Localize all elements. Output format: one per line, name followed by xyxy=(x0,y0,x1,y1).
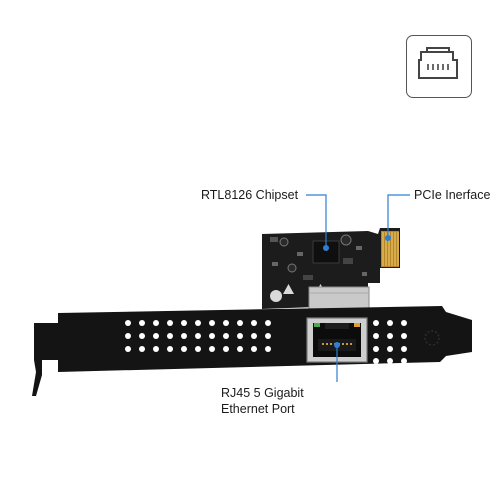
callout-lines xyxy=(306,194,410,382)
callout-dots xyxy=(323,235,391,348)
ethernet-badge xyxy=(406,35,472,98)
chipset-label: RTL8126 Chipset xyxy=(201,188,299,202)
low-profile-bracket xyxy=(32,306,472,396)
vent-holes xyxy=(125,320,407,364)
pcie-label: PCIe Inerface xyxy=(414,188,491,202)
rj45-label-line1: RJ45 5 Gigabit xyxy=(221,386,304,400)
ethernet-port-icon xyxy=(418,47,458,79)
pcb-board xyxy=(262,228,400,310)
rj45-label-line2: Ethernet Port xyxy=(221,402,295,416)
pcie-gold-contacts xyxy=(381,231,399,267)
